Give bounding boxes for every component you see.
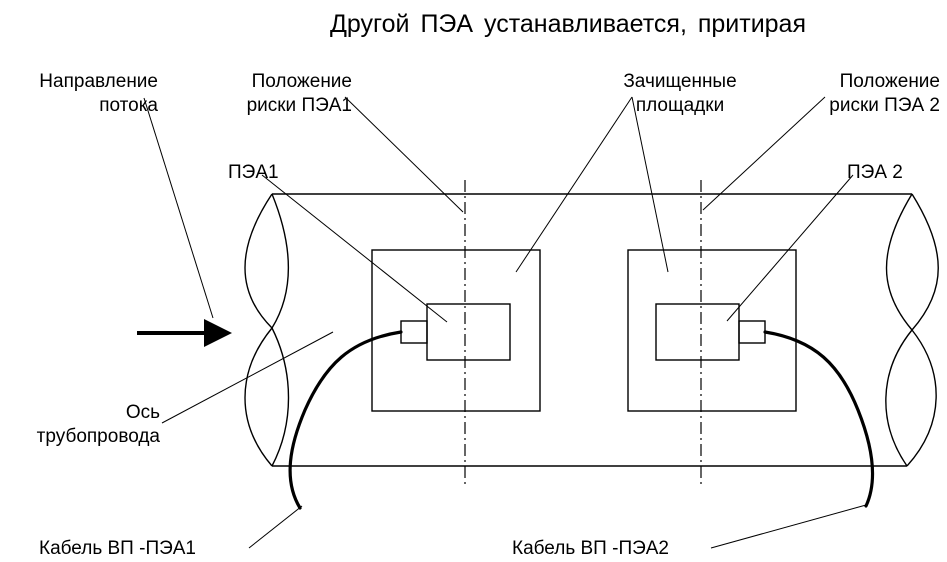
cleaned-pad2-leader [631, 96, 669, 273]
mark1-position-line1: Положение [251, 71, 352, 92]
pea2-label: ПЭА 2 [847, 162, 903, 183]
pea1-connector [400, 320, 428, 344]
flow-direction-line2: потока [99, 95, 158, 116]
cable2-curve [763, 330, 875, 508]
flow-arrow [137, 319, 232, 347]
cables [288, 330, 875, 510]
pipe-body [244, 193, 939, 467]
pipe-axis-label: Ось трубопровода [20, 401, 160, 449]
pea1-leader [261, 174, 448, 323]
mark1-position-line2: риски ПЭА1 [246, 95, 352, 116]
pipe-axis-line1: Ось [125, 402, 160, 423]
flow-direction-label: Направление потока [8, 70, 158, 118]
cleaned-pads-label: Зачищенные площадки [605, 70, 755, 118]
flow-arrow-head [204, 319, 232, 347]
flow-direction-line1: Направление [39, 71, 158, 92]
cable2-leader [710, 504, 867, 549]
mark2-position-label: Положение риски ПЭА 2 [770, 70, 940, 118]
transducers [400, 303, 766, 361]
pipe-right-break-outer [906, 193, 939, 467]
cable1-label: Кабель ВП -ПЭА1 [39, 538, 196, 559]
pipe-left-break-inner [271, 193, 290, 467]
pipe-axis-leader [161, 331, 334, 424]
pea2-connector [738, 320, 766, 344]
mark2-leader [702, 96, 826, 211]
mark2-position-line2: риски ПЭА 2 [829, 95, 940, 116]
cleaned-pads [371, 249, 797, 412]
cleaned-pad-1 [371, 249, 541, 412]
pea1-body [426, 303, 511, 361]
leader-lines [143, 96, 867, 549]
mark1-position-label: Положение риски ПЭА1 [200, 70, 352, 118]
cleaned-pads-line1: Зачищенные [623, 71, 737, 92]
mark2-position-line1: Положение [839, 71, 940, 92]
flow-direction-leader [143, 97, 214, 319]
mark1-leader [344, 96, 464, 213]
pipe-left-break [244, 193, 273, 467]
cable1-curve [288, 330, 403, 510]
mark-lines [464, 180, 702, 486]
page-heading: Другой ПЭА устанавливается, притирая [330, 10, 807, 38]
pipe-right-break [885, 193, 913, 467]
cable1-leader [248, 505, 303, 549]
cleaned-pad-2 [627, 249, 797, 412]
pea2-leader [726, 174, 854, 322]
pipe-axis-line2: трубопровода [36, 426, 160, 447]
cable2-label: Кабель ВП -ПЭА2 [512, 538, 669, 559]
cleaned-pad1-leader [515, 96, 633, 273]
pea2-body [655, 303, 740, 361]
cleaned-pads-line2: площадки [635, 95, 725, 116]
